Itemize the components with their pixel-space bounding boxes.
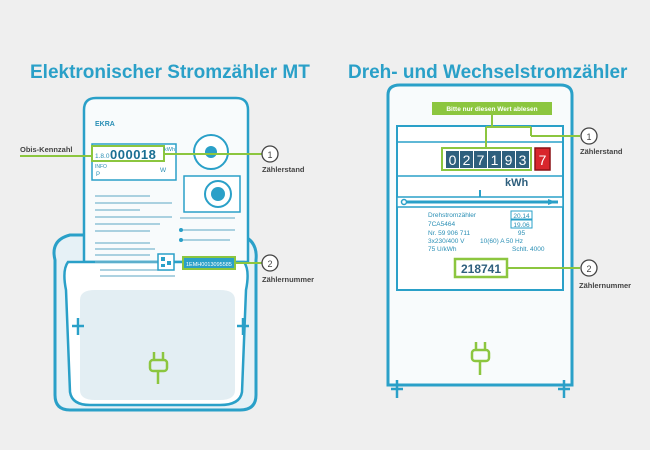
right-badge-1 [580, 127, 598, 145]
lcd-reading: 000018 [110, 147, 156, 162]
digit-2: 2 [463, 152, 471, 168]
red-digit-box [534, 147, 551, 171]
plate-nr: Nr. 59 906 711 [428, 230, 471, 237]
plate-voltage: 3x230/400 V [428, 238, 465, 245]
left-badge-2-text: 2 [267, 259, 272, 269]
left-screws [72, 318, 249, 335]
plate-schalt: Schlt. 4000 [512, 246, 545, 253]
plate-type: Drehstromzähler [428, 212, 477, 219]
right-title: Dreh- und Wechselstromzähler [348, 62, 628, 83]
digit-6: 3 [519, 152, 527, 168]
right-zaehlernummer-label: Zählernummer [579, 281, 631, 290]
obis-label: Obis-Kennzahl [20, 145, 73, 154]
right-badge-2-text: 2 [586, 264, 591, 274]
lcd-obis-code: 1.8.0 [95, 153, 110, 160]
digit-4: 1 [491, 152, 499, 168]
red-digit: 7 [539, 152, 547, 168]
counter-unit: kWh [505, 177, 529, 189]
left-brand: EKRA [95, 121, 115, 128]
ferraris-meter: Bitte nur diesen Wert ablesen 0 2 7 1 9 … [386, 83, 631, 398]
digit-3: 7 [477, 152, 485, 168]
right-badge-1-text: 1 [586, 132, 591, 142]
plate-rev: 75 U/kWh [428, 246, 457, 253]
hint-text: Bitte nur diesen Wert ablesen [446, 106, 537, 113]
optical-port-top-eye [205, 146, 217, 158]
lcd-p: P [96, 172, 100, 178]
left-badge-1-text: 1 [267, 150, 272, 160]
electronic-meter: EKRA 1.8.0 000018 kWh INFO P W [20, 96, 314, 412]
left-title: Elektronischer Stromzähler MT [30, 62, 310, 83]
digit-1: 0 [449, 152, 457, 168]
qr-code [157, 253, 175, 271]
label-print-lines [95, 195, 235, 277]
left-badge-2 [261, 254, 279, 272]
meter-number: 218741 [461, 262, 501, 276]
plate-year-2: 19.06 [513, 222, 530, 229]
serial-number: 1EMH0013095585 [186, 262, 232, 268]
lcd-w: W [160, 167, 167, 174]
right-plug-icon [470, 342, 491, 375]
right-zaehlerstand-label: Zählerstand [580, 147, 623, 156]
plate-95: 95 [518, 230, 526, 237]
plate-model: 7CA5464 [428, 221, 455, 228]
left-zaehlerstand-label: Zählerstand [262, 165, 305, 174]
hint-box [432, 102, 552, 115]
left-badge-1 [261, 145, 279, 163]
plate-current: 10(60) A 50 Hz [480, 238, 523, 245]
lcd-info: INFO [95, 164, 107, 170]
left-zaehlernummer-label: Zählernummer [262, 275, 314, 284]
right-badge-2 [580, 259, 598, 277]
left-plug-icon [148, 352, 169, 384]
counter-digits: 0 2 7 1 9 3 [446, 151, 529, 168]
digit-5: 9 [505, 152, 513, 168]
right-feet [391, 380, 570, 398]
plate-year-1: 20.14 [513, 213, 530, 220]
lcd-unit: kWh [164, 147, 175, 153]
